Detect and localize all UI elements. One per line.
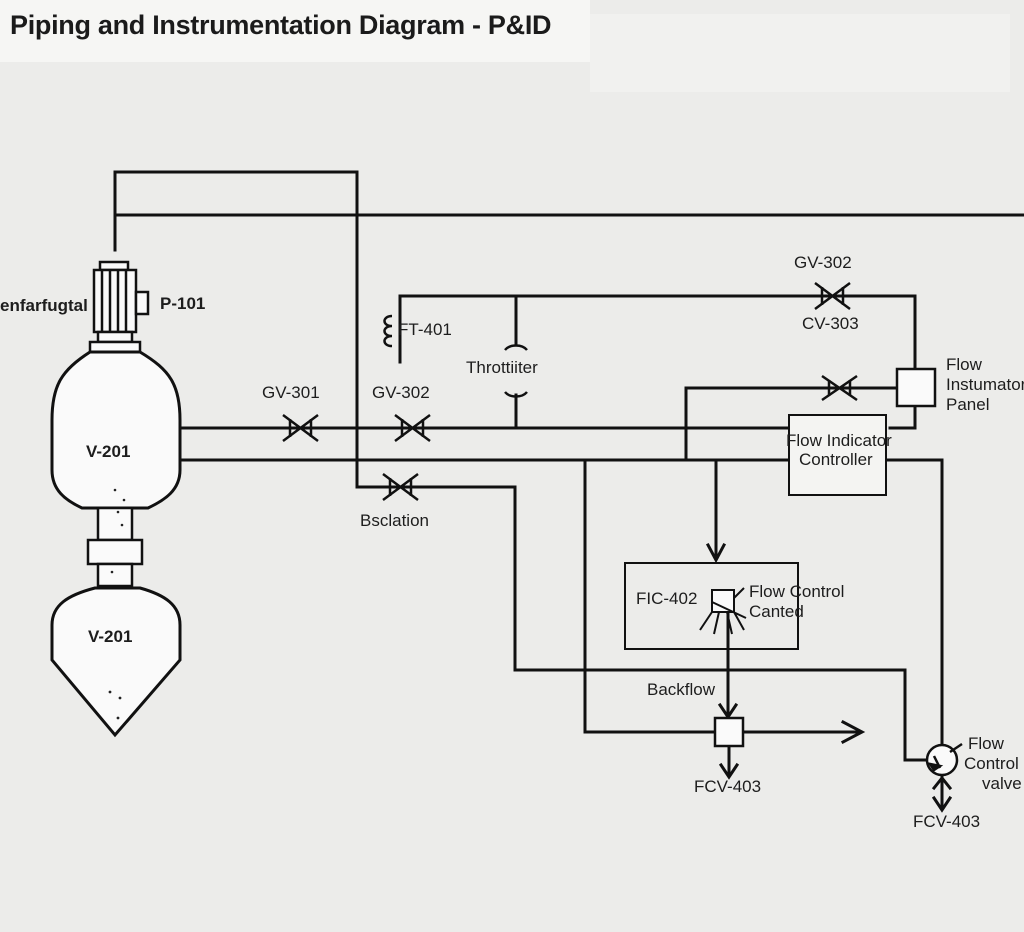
arrow-fic — [705, 542, 727, 564]
label-throttle: Throttiiter — [466, 358, 538, 377]
label-flow-control-2: Canted — [749, 602, 804, 621]
pump-p101 — [88, 260, 150, 354]
label-centrifugal: enfarfugtal — [0, 296, 88, 315]
valve-gv302-mid — [394, 413, 431, 443]
label-control-valve-3: valve — [982, 774, 1022, 793]
pipe-arrow-out — [840, 719, 866, 745]
label-gv302-top: GV-302 — [794, 253, 852, 272]
label-fic-2: Controller — [799, 450, 873, 469]
throttle-element — [504, 344, 528, 398]
label-control-valve-1: Flow — [968, 734, 1004, 753]
pipe-panel-feed — [684, 386, 898, 462]
title-band — [0, 0, 590, 62]
pipe-drop-left — [583, 458, 717, 734]
pipe-controller-right — [883, 458, 944, 747]
label-fic-1: Flow Indicator — [786, 431, 892, 450]
label-cv303: CV-303 — [802, 314, 859, 333]
label-v201-lower: V-201 — [88, 627, 133, 646]
fcv403-box — [713, 716, 745, 748]
label-flow-panel-3: Panel — [946, 395, 990, 414]
label-v201-upper: V-201 — [86, 442, 131, 461]
vessel-v201-lower — [50, 586, 182, 738]
title-band-shade — [590, 14, 1010, 92]
label-bsclation: Bsclation — [360, 511, 429, 530]
label-flow-control-1: Flow Control — [749, 582, 845, 601]
label-gv301: GV-301 — [262, 383, 320, 402]
arrow-valve-up — [931, 775, 953, 791]
label-backflow: Backflow — [647, 680, 716, 699]
label-flow-panel-2: Instumator — [946, 375, 1024, 394]
label-flow-panel-1: Flow — [946, 355, 982, 374]
flow-control-element — [699, 587, 747, 635]
diagram-title: Piping and Instrumentation Diagram - P&I… — [10, 10, 552, 40]
valve-gv302-top — [814, 281, 851, 311]
label-control-valve-2: Control — [964, 754, 1019, 773]
pipe-ft-loop — [398, 294, 917, 372]
flow-instrument-panel — [895, 367, 937, 408]
arrow-valve-down — [931, 795, 953, 813]
pipe-panel-return — [888, 403, 917, 430]
valve-panel-feed — [821, 374, 858, 402]
fic402-box — [624, 562, 799, 650]
valve-bsclation — [382, 472, 419, 502]
flow-control-valve — [925, 742, 963, 777]
ft401-element — [383, 314, 393, 348]
label-fcv403-center: FCV-403 — [694, 777, 762, 796]
flow-indicator-controller — [788, 414, 887, 496]
label-gv302-mid: GV-302 — [372, 383, 430, 402]
arrow-fcv — [718, 762, 740, 780]
label-fcv403-right: FCV-403 — [913, 812, 981, 831]
label-p101: P-101 — [160, 294, 206, 313]
coupling — [86, 506, 144, 588]
label-ft401: FT-401 — [398, 320, 452, 339]
valve-gv301 — [282, 413, 319, 443]
pipe-top-loop — [113, 170, 927, 762]
label-fic402: FIC-402 — [636, 589, 698, 608]
vessel-v201-upper — [50, 350, 182, 510]
